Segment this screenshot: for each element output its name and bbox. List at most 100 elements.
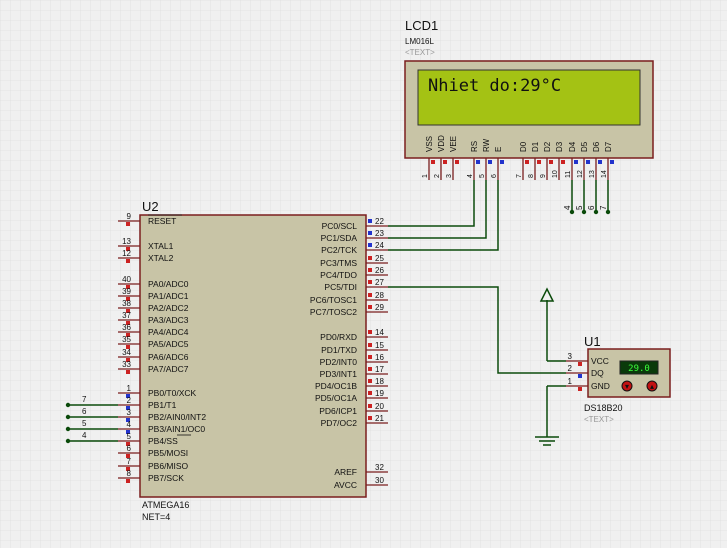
mcu-pin-number: 17 (375, 365, 384, 374)
mcu-pin-label-pd0-rxd: PD0/RXD (320, 332, 357, 342)
mcu-pin-label-pa7-adc7: PA7/ADC7 (148, 364, 189, 374)
mcu-pin-label-pc3-tms: PC3/TMS (320, 258, 357, 268)
mcu-pin-state-indicator (126, 430, 130, 434)
increase-arrow-icon: ▴ (650, 382, 654, 391)
mcu-pin-number: 27 (375, 278, 384, 287)
mcu-pin-state-indicator (368, 280, 372, 284)
sensor-pin-number: 1 (568, 377, 573, 386)
mcu-pin-number: 28 (375, 291, 384, 300)
lcd-pin-state-indicator (488, 160, 492, 164)
mcu-pin-label-pd5-oc1a: PD5/OC1A (315, 393, 357, 403)
mcu-pin-number: 29 (375, 303, 384, 312)
mcu-pin-state-indicator (126, 222, 130, 226)
lcd-text-tag: <TEXT> (405, 48, 435, 57)
mcu-pin-number: 15 (375, 341, 384, 350)
mcu-pin-label-pd2-int0: PD2/INT0 (320, 357, 358, 367)
mcu-pin-number: 24 (375, 241, 384, 250)
lcd-pin-number: 10 (552, 170, 559, 178)
mcu-pin-state-indicator (126, 467, 130, 471)
lcd-pin-label-rs: RS (470, 141, 479, 152)
decrease-arrow-icon: ▾ (625, 382, 629, 391)
lcd-pin-number: 12 (577, 170, 584, 178)
mcu-pin-state-indicator (126, 406, 130, 410)
mcu-pin-state-indicator (126, 309, 130, 313)
mcu-pin-number: 8 (127, 469, 132, 478)
mcu-pin-label-xtal1: XTAL1 (148, 241, 174, 251)
mcu-body (139, 214, 367, 498)
lcd-pin-label-vss: VSS (425, 136, 434, 152)
sensor-pin-state-indicator (578, 387, 582, 391)
portb-net-label: 6 (82, 407, 87, 416)
lcd-pin-number: 14 (601, 170, 608, 178)
portb-net-label: 4 (82, 431, 87, 440)
mcu-pin-number: 9 (127, 212, 132, 221)
mcu-pin-state-indicator (368, 305, 372, 309)
mcu-pin-number: 4 (127, 420, 132, 429)
sensor-pin-label-vcc: VCC (591, 356, 609, 366)
mcu-pin-number: 40 (122, 275, 131, 284)
mcu-pin-label-pd3-int1: PD3/INT1 (320, 369, 358, 379)
mcu-pin-state-indicator (368, 416, 372, 420)
mcu-pin-label-pd6-icp1: PD6/ICP1 (319, 406, 357, 416)
lcd-pin-state-indicator (525, 160, 529, 164)
net-terminal-icon (65, 402, 71, 408)
mcu-pin-state-indicator (368, 404, 372, 408)
mcu-pin-number: 36 (122, 323, 131, 332)
mcu-pin-label-pa2-adc2: PA2/ADC2 (148, 303, 189, 313)
wires (68, 180, 609, 442)
portb-net-label: 5 (82, 419, 87, 428)
decrease-button-icon[interactable] (621, 380, 633, 392)
mcu-pin-number: 20 (375, 402, 384, 411)
ground-terminal-icon[interactable] (535, 386, 559, 446)
lcd-pin-label-vee: VEE (449, 136, 458, 152)
mcu-pin-state-indicator (368, 219, 372, 223)
net-terminal-icon (65, 414, 71, 420)
increase-button-icon[interactable] (646, 380, 658, 392)
lcd-pin-state-indicator (574, 160, 578, 164)
lcd-pin-label-d6: D6 (592, 141, 601, 152)
lcd-pin-label-d7: D7 (604, 141, 613, 152)
mcu-pin-state-indicator (126, 297, 130, 301)
mcu-pin-state-indicator (368, 268, 372, 272)
lcd-pin-number: 7 (516, 174, 523, 178)
lcd-screen (417, 69, 641, 126)
lcd-pin-state-indicator (610, 160, 614, 164)
lcd-pin-number: 1 (422, 174, 429, 178)
mcu-pin-label-pb5-mosi: PB5/MOSI (148, 448, 188, 458)
mcu-pin-number: 33 (122, 360, 131, 369)
mcu-pin-label-pc6-tosc1: PC6/TOSC1 (310, 295, 357, 305)
mcu-pin-label-pc1-sda: PC1/SDA (321, 233, 358, 243)
mcu-pin-state-indicator (126, 345, 130, 349)
net-terminal-icon (581, 209, 587, 215)
mcu-pin-label-pc4-tdo: PC4/TDO (320, 270, 357, 280)
lcd-pin-state-indicator (431, 160, 435, 164)
lcd-net-label: 4 (563, 205, 572, 210)
lcd-pin-label-d4: D4 (568, 141, 577, 152)
mcu-pin-label-pb0-t0-xck: PB0/T0/XCK (148, 388, 197, 398)
lcd-net-label: 7 (599, 205, 608, 210)
mcu-pin-state-indicator (126, 370, 130, 374)
sensor-pin-label-dq: DQ (591, 368, 604, 378)
lcd-pin-state-indicator (500, 160, 504, 164)
wire-e (388, 180, 499, 251)
lcd-pin-number: 2 (434, 174, 441, 178)
mcu-pin-state-indicator (126, 333, 130, 337)
lcd-component[interactable]: LCD1 LM016L <TEXT> Nhiet do:29°C VSS1VDD… (404, 18, 654, 180)
lcd-pin-state-indicator (598, 160, 602, 164)
mcu-pin-number: 5 (127, 432, 132, 441)
lcd-pin-number: 4 (467, 174, 474, 178)
power-terminal-icon[interactable] (539, 287, 555, 361)
lcd-pin-state-indicator (476, 160, 480, 164)
mcu-pin-state-indicator (126, 394, 130, 398)
mcu-pin-state-indicator (126, 442, 130, 446)
mcu-pin-number: 2 (127, 396, 132, 405)
wire-rw (388, 180, 487, 239)
lcd-display-text: Nhiet do:29°C (428, 76, 561, 96)
sensor-pin-state-indicator (578, 374, 582, 378)
mcu-pin-state-indicator (126, 358, 130, 362)
lcd-net-label: 5 (575, 205, 584, 210)
